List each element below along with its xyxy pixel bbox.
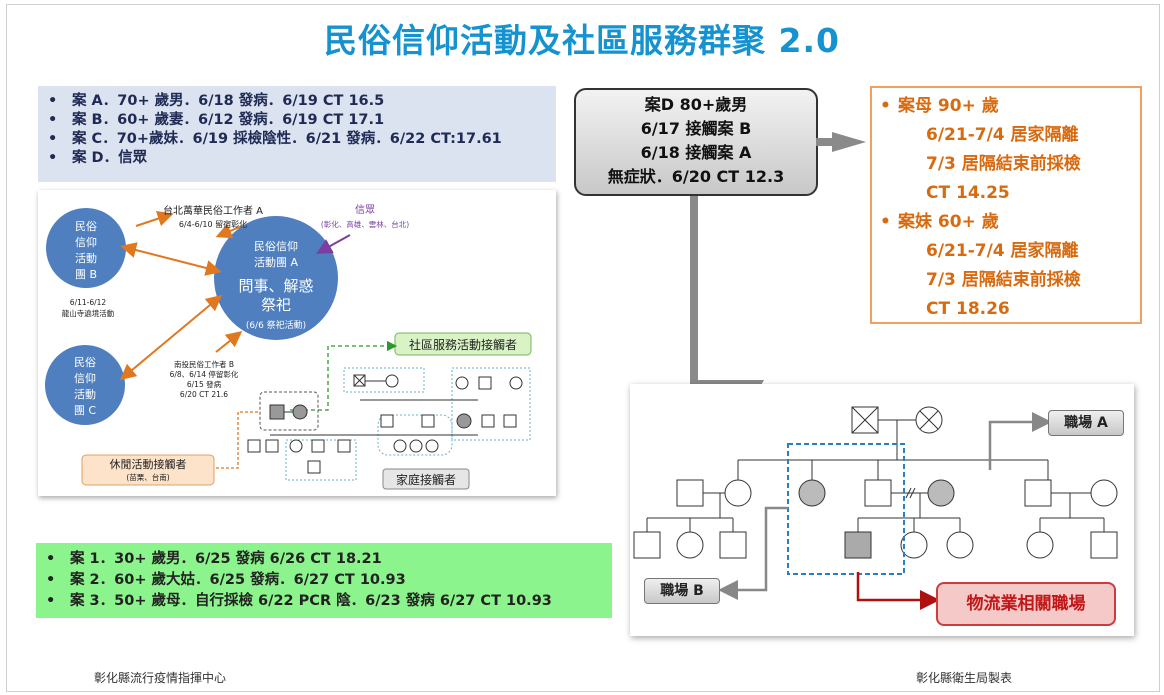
case-node xyxy=(927,479,955,507)
b-note: 6/11-6/12 xyxy=(70,298,107,307)
list-item: •案 2．60+ 歲大姑．6/25 發病．6/27 CT 10.93 xyxy=(46,572,406,588)
footer-source-right: 彰化縣衛生局製表 xyxy=(916,671,1013,685)
list-item: •案 C．70+歲妹．6/19 採檢陰性．6/21 發病．6/22 CT:17.… xyxy=(48,131,502,147)
contact-line: •案妹 60+ 歲 xyxy=(880,212,999,232)
workplace-a-label: 職場 A xyxy=(1048,410,1124,436)
arrow-right-icon xyxy=(816,132,866,152)
worker-a-note: 6/4-6/10 留宿彰化 xyxy=(179,219,247,229)
circle-group-a xyxy=(214,216,338,340)
circle-c-label: 團 C xyxy=(74,404,96,417)
circle-b-label: 民俗 xyxy=(75,220,97,233)
circle-a-main: 問事、解惑 xyxy=(238,277,313,295)
slide-frame xyxy=(6,4,1160,692)
footer-source-left: 彰化縣流行疫情指揮中心 xyxy=(94,671,227,685)
circle-a-label: 民俗信仰 xyxy=(254,239,298,253)
contact-line: 7/3 居隔結束前採檢 xyxy=(926,154,1081,174)
believers-label: 信眾 xyxy=(355,204,375,216)
page-title: 民俗信仰活動及社區服務群聚 2.0 xyxy=(324,21,840,60)
case-node xyxy=(798,479,826,507)
case-node xyxy=(844,531,872,559)
family-contact-label: 家庭接觸者 xyxy=(396,472,456,487)
cluster-network-diagram: 民俗 信仰 活動 團 B 民俗 信仰 活動 團 C 民俗信仰 活動團 A 問事、… xyxy=(38,190,556,496)
leisure-contact-note: (苗栗、台南) xyxy=(126,472,169,482)
contact-line: 6/21-7/4 居家隔離 xyxy=(926,125,1079,145)
worker-b-note: 6/8、6/14 停留彰化 xyxy=(170,369,239,379)
worker-b-note: 6/20 CT 21.6 xyxy=(180,390,228,399)
list-item: •案 B．60+ 歲妻．6/12 發病．6/19 CT 17.1 xyxy=(48,112,385,128)
list-item: •案 1．30+ 歲男．6/25 發病 6/26 CT 18.21 xyxy=(46,551,382,567)
believers-note: (彰化、高雄、雲林、台北) xyxy=(321,219,409,229)
logistics-workplace-label: 物流業相關職場 xyxy=(936,582,1116,626)
contact-line: 6/21-7/4 居家隔離 xyxy=(926,241,1079,261)
contact-line: CT 14.25 xyxy=(926,183,1010,203)
top-case-list: •案 A．70+ 歲男．6/18 發病．6/19 CT 16.5 •案 B．60… xyxy=(38,86,556,182)
community-contact-label: 社區服務活動接觸者 xyxy=(409,337,517,352)
circle-a-main: 祭祀 xyxy=(261,296,291,314)
case-d-line: 無症狀．6/20 CT 12.3 xyxy=(607,167,785,186)
circle-b-label: 團 B xyxy=(75,268,97,281)
circle-c-label: 活動 xyxy=(74,387,96,401)
contacts-box: •案母 90+ 歲 6/21-7/4 居家隔離 7/3 居隔結束前採檢 CT 1… xyxy=(870,86,1142,324)
list-item: •案 D．信眾 xyxy=(48,150,148,166)
worker-b-note: 6/15 發病 xyxy=(187,379,222,389)
leisure-contact-label: 休閒活動接觸者 xyxy=(110,457,187,471)
workplace-b-label: 職場 B xyxy=(644,578,720,604)
worker-a-label: 台北萬華民俗工作者 A xyxy=(163,204,263,217)
circle-b-label: 活動 xyxy=(75,251,97,265)
contact-line: •案母 90+ 歲 xyxy=(880,96,999,116)
circle-c-label: 民俗 xyxy=(74,356,96,369)
case-d-line: 6/17 接觸案 B xyxy=(640,119,752,138)
circle-c-label: 信仰 xyxy=(74,371,96,385)
b-note: 龍山寺遶境活動 xyxy=(62,308,115,318)
bottom-case-list: •案 1．30+ 歲男．6/25 發病 6/26 CT 18.21 •案 2．6… xyxy=(36,543,612,618)
circle-group-c xyxy=(45,345,125,425)
case-d-line: 案D 80+歲男 xyxy=(644,95,748,114)
case-d-box: 案D 80+歲男 6/17 接觸案 B 6/18 接觸案 A 無症狀．6/20 … xyxy=(574,88,818,196)
circle-a-label: 活動團 A xyxy=(254,255,298,269)
case-d-line: 6/18 接觸案 A xyxy=(640,143,752,162)
circle-a-note: (6/6 祭祀活動) xyxy=(246,319,306,331)
circle-b-label: 信仰 xyxy=(75,235,97,249)
worker-b-note: 南投民俗工作者 B xyxy=(174,359,234,369)
list-item: •案 3．50+ 歲母．自行採檢 6/22 PCR 陰．6/23 發病 6/27… xyxy=(46,593,552,609)
contact-line: 7/3 居隔結束前採檢 xyxy=(926,270,1081,290)
circle-group-b xyxy=(46,208,126,288)
contact-line: CT 18.26 xyxy=(926,299,1010,319)
list-item: •案 A．70+ 歲男．6/18 發病．6/19 CT 16.5 xyxy=(48,93,385,109)
